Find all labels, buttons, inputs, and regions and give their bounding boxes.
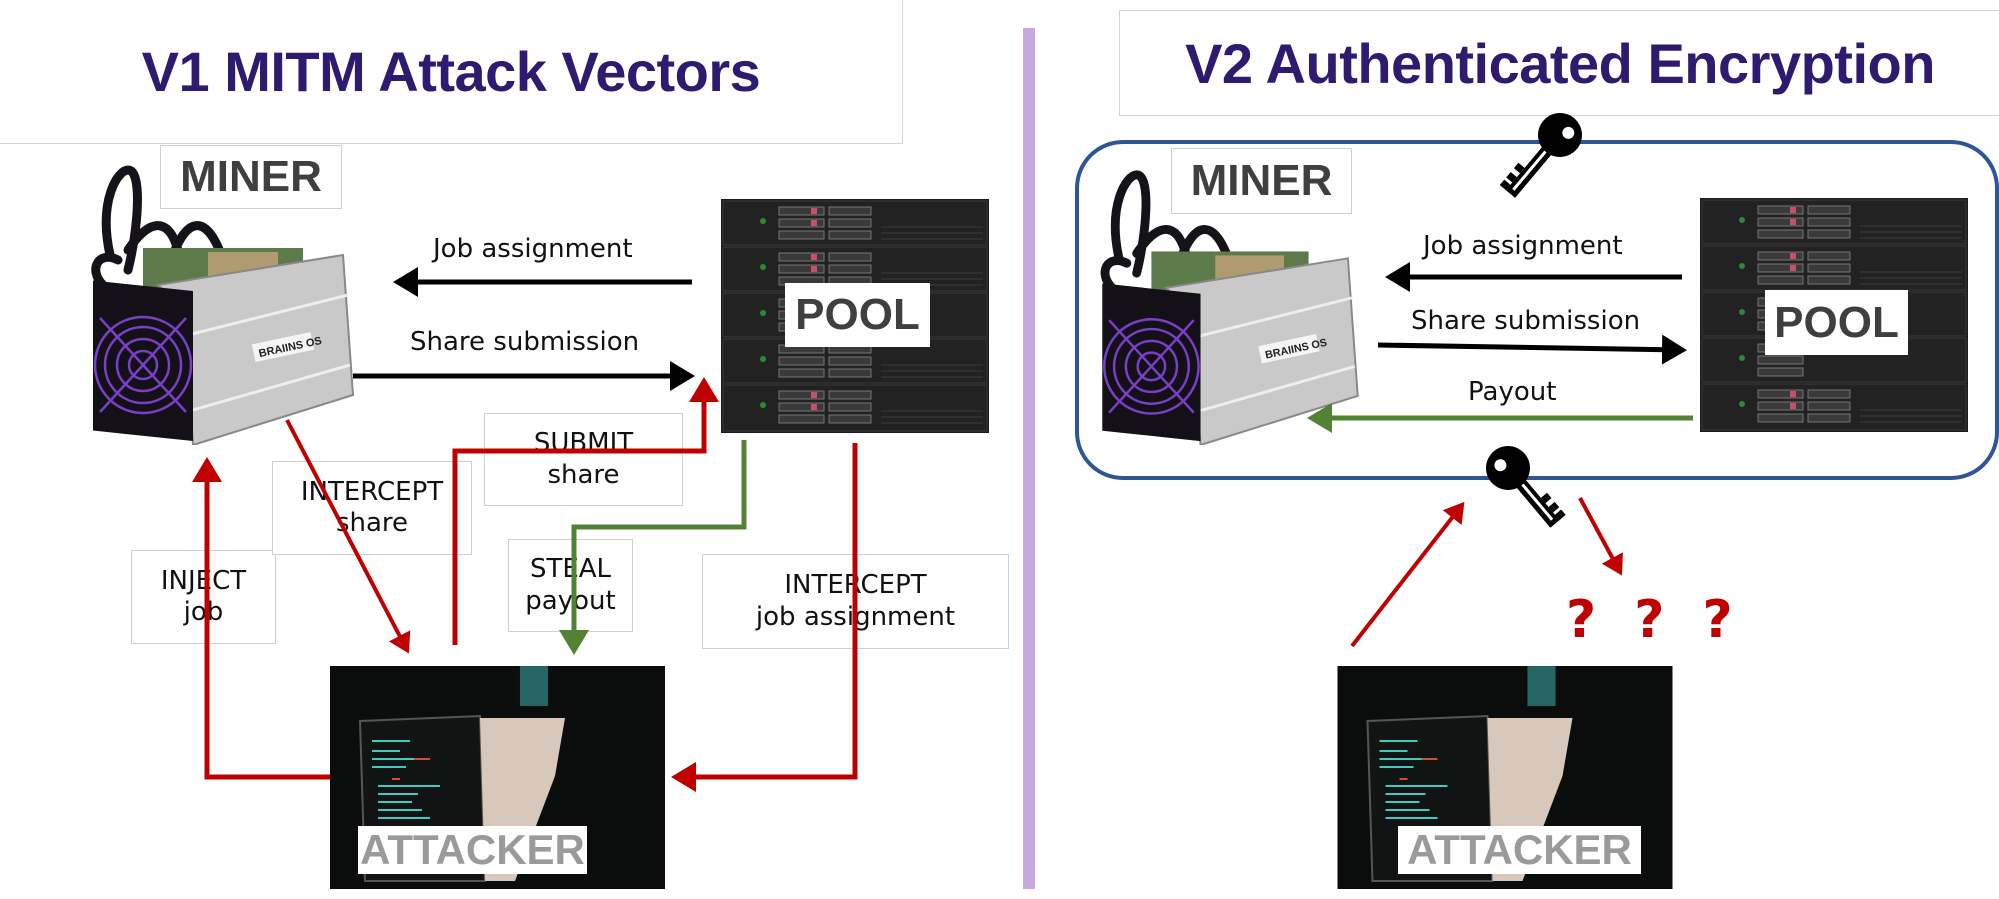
right-title: V2 Authenticated Encryption	[1185, 31, 1935, 95]
edge-label-share-submission-left: Share submission	[410, 327, 640, 357]
callout-inject-job: INJECT job	[131, 550, 276, 644]
callout-steal-payout: STEAL payout	[508, 539, 633, 632]
pool-label-left: POOL	[785, 283, 930, 347]
miner-label-right: MINER	[1171, 148, 1352, 214]
callout-submit-share-line2: share	[547, 459, 620, 490]
right-title-box: V2 Authenticated Encryption	[1119, 10, 1999, 116]
miner-cables	[91, 165, 228, 290]
unknown-result-marks: ? ? ?	[1566, 590, 1743, 650]
edge-label-job-assignment-right: Job assignment	[1423, 231, 1623, 261]
pool-label-right: POOL	[1765, 290, 1908, 355]
edge-label-job-assignment-left: Job assignment	[433, 234, 633, 264]
pool-server-rack-right	[1700, 198, 1968, 432]
arrow-attacker-to-channel	[1350, 501, 1465, 648]
miner-image-left: BRAIINS OS	[91, 165, 355, 445]
arrow-steal-payout	[559, 440, 747, 655]
pool-server-rack-left	[721, 199, 989, 433]
arrow-intercept-job-assignment	[671, 443, 858, 792]
arrow-inject-job	[192, 457, 330, 780]
attacker-label-left: ATTACKER	[358, 826, 587, 874]
callout-steal-payout-line2: payout	[525, 585, 616, 616]
key-icon	[1486, 446, 1566, 528]
edge-label-payout-right: Payout	[1468, 377, 1557, 407]
attacker-figure	[520, 666, 548, 706]
key-icon	[1499, 113, 1582, 198]
arrow-submit-share	[452, 377, 719, 645]
miner-label-left: MINER	[160, 145, 342, 209]
arrow-channel-to-unknown	[1578, 497, 1623, 576]
callout-inject-job-line2: job	[183, 597, 224, 627]
edge-label-share-submission-right: Share submission	[1411, 306, 1641, 336]
panel-divider	[1023, 28, 1035, 889]
miner-image-right: BRAIINS OS	[1100, 170, 1359, 445]
callout-inject-job-line1: INJECT	[160, 565, 247, 596]
miner-fan	[93, 315, 193, 415]
left-title-box: V1 MITM Attack Vectors	[0, 0, 903, 144]
miner-fan-housing	[93, 280, 193, 442]
arrow-share-submission-right	[1377, 334, 1687, 365]
attacker-label-right: ATTACKER	[1398, 826, 1641, 874]
callout-steal-payout-line1: STEAL	[529, 554, 612, 585]
encrypted-channel-box	[1075, 140, 1999, 480]
arrow-intercept-share	[285, 419, 411, 654]
callout-intercept-share: INTERCEPT share	[272, 461, 472, 555]
braiins-badge	[251, 331, 315, 363]
left-title: V1 MITM Attack Vectors	[141, 40, 761, 103]
status-leds	[760, 208, 817, 410]
